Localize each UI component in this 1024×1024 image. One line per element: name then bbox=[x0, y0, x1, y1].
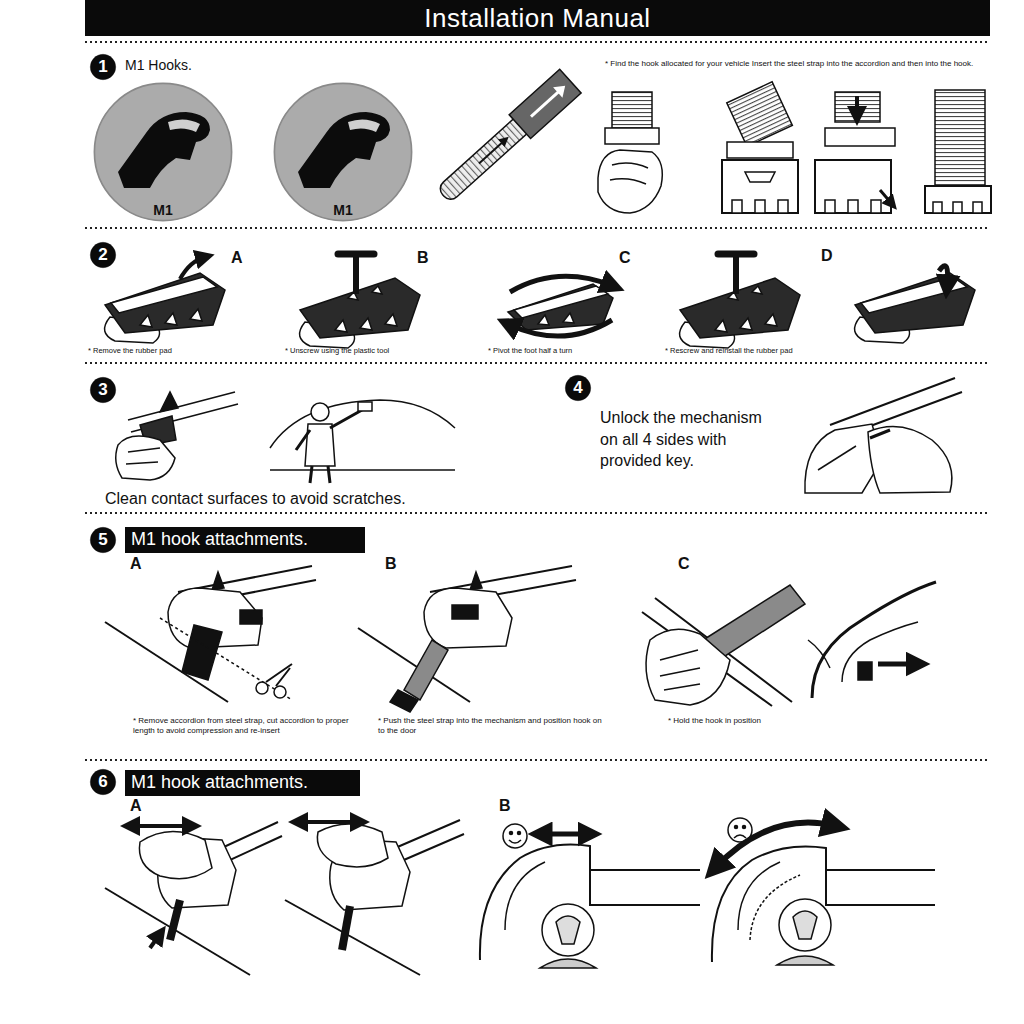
instruction-note: * Unscrew using the plastic tool bbox=[285, 347, 485, 356]
step-letter: A bbox=[130, 555, 142, 573]
hook-disc bbox=[94, 83, 232, 221]
step-number: 1 bbox=[90, 54, 116, 80]
cleaning-figure bbox=[116, 392, 455, 483]
step-digit: 3 bbox=[98, 381, 107, 400]
instruction-note: * Pivot the foot half a turn bbox=[488, 347, 658, 356]
roof-foot bbox=[508, 276, 613, 336]
instruction-note: * Remove the rubber pad bbox=[88, 347, 278, 356]
badge-outline bbox=[93, 82, 233, 222]
step-letter: C bbox=[678, 555, 690, 573]
title-band bbox=[85, 0, 990, 36]
accordion-sequence bbox=[598, 82, 991, 213]
circle-outline bbox=[90, 527, 115, 552]
banner-text: M1 hook attachments. bbox=[131, 530, 308, 550]
instruction-note: * Push the steel strap into the mechanis… bbox=[378, 716, 603, 735]
step-letter: A bbox=[130, 797, 142, 815]
hook-attach-figure bbox=[105, 566, 316, 702]
hook-badge: M1 bbox=[93, 82, 233, 222]
roof-foot bbox=[855, 266, 975, 343]
instruction-text: Clean contact surfaces to avoid scratche… bbox=[105, 490, 406, 508]
step-digit: 2 bbox=[98, 246, 107, 265]
section-banner: M1 hook attachments. bbox=[125, 527, 365, 553]
tension-gauge-figure bbox=[480, 818, 935, 968]
step-number: 5 bbox=[90, 527, 116, 553]
instruction-note: * Remove accordion from steel strap, cut… bbox=[133, 716, 353, 735]
roof-foot bbox=[680, 254, 800, 348]
banner-text: M1 hook attachments. bbox=[131, 773, 308, 793]
circle-outline bbox=[90, 377, 115, 402]
roof-foot bbox=[105, 257, 225, 343]
circle-outline bbox=[565, 375, 590, 400]
hook-attach-figure bbox=[358, 566, 576, 712]
step-letter: B bbox=[499, 797, 511, 815]
step-letter: C bbox=[619, 249, 631, 267]
step-digit: 5 bbox=[98, 531, 107, 550]
step-letter: B bbox=[385, 555, 397, 573]
step-number: 4 bbox=[565, 375, 591, 401]
section-separators bbox=[85, 42, 990, 760]
hook-badge: M1 bbox=[273, 82, 413, 222]
circle-outline bbox=[274, 83, 411, 220]
manual-title: Installation Manual bbox=[85, 0, 990, 36]
instruction-note: * Rescrew and reinstall the rubber pad bbox=[665, 347, 895, 356]
instruction-text: Unlock the mechanism on all 4 sides with… bbox=[600, 407, 780, 472]
roof-foot bbox=[300, 254, 420, 348]
circle-outline bbox=[90, 54, 115, 79]
circle-outline bbox=[90, 769, 115, 794]
circle-outline bbox=[94, 83, 231, 220]
hook-code: M1 bbox=[153, 203, 172, 218]
section-heading: M1 Hooks. bbox=[125, 57, 192, 73]
hook-disc bbox=[274, 83, 412, 221]
section-banner: M1 hook attachments. bbox=[125, 770, 360, 796]
hook-hold-figure bbox=[642, 582, 936, 706]
instruction-note: * Hold the hook in position bbox=[668, 716, 828, 726]
step-number: 3 bbox=[90, 377, 116, 403]
step-letter: B bbox=[417, 249, 429, 267]
strap-tighten-figure bbox=[105, 820, 464, 975]
step-letter: D bbox=[821, 247, 833, 265]
instruction-note: * Find the hook allocated for your vehic… bbox=[605, 59, 985, 69]
step-number: 6 bbox=[90, 769, 116, 795]
step-digit: 1 bbox=[98, 58, 107, 77]
step-letter: A bbox=[231, 249, 243, 267]
steel-strap bbox=[433, 69, 581, 207]
step-digit: 6 bbox=[98, 773, 107, 792]
key-unlock-figure bbox=[805, 378, 962, 493]
circle-outline bbox=[90, 242, 115, 267]
step-number: 2 bbox=[90, 242, 116, 268]
badge-outline bbox=[273, 82, 413, 222]
step-digit: 4 bbox=[573, 379, 582, 398]
hook-code: M1 bbox=[333, 203, 352, 218]
